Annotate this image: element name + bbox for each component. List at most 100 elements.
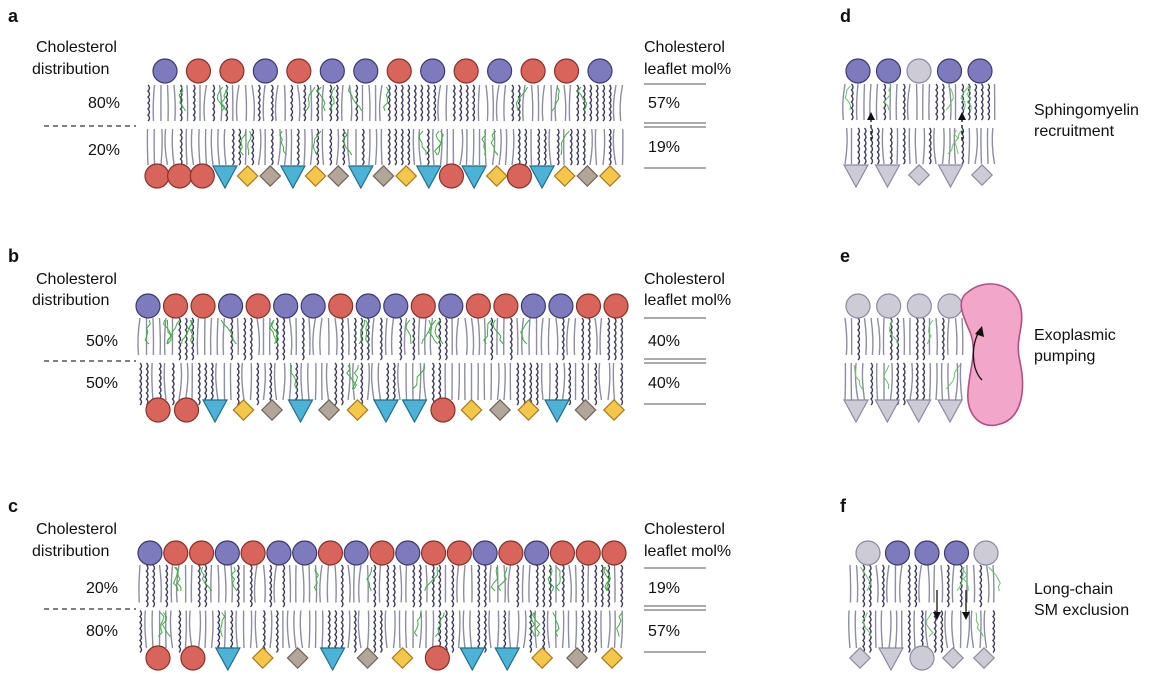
cholesterol-molecule <box>220 612 226 637</box>
lipid-tail <box>309 128 313 166</box>
panel-c-inner-heads <box>145 645 624 672</box>
lipid-head-circle <box>524 540 550 566</box>
cholesterol-molecule <box>351 364 359 390</box>
cholesterol-molecule <box>497 566 508 592</box>
lipid-tail <box>582 128 586 166</box>
lipid-head-circle <box>353 58 379 84</box>
lipid-tail <box>902 127 906 165</box>
lipid-tail <box>987 83 991 121</box>
lipid-head-diamond <box>356 646 379 670</box>
panel-c-outer-mol: 19% <box>648 580 680 597</box>
cholesterol-molecule <box>247 130 252 156</box>
lipid-tail <box>346 128 351 166</box>
lipid-tail <box>270 84 274 122</box>
lipid-tail <box>169 610 174 649</box>
lipid-tail <box>173 84 176 122</box>
panel-b-outer-pct: 50% <box>86 333 118 350</box>
lipid-head-circle <box>603 293 629 319</box>
panel-a: a Cholesterol distribution 80% 20% Chole… <box>8 6 731 190</box>
lipid-tail <box>529 362 533 406</box>
lipid-tail <box>849 564 852 603</box>
lipid-tail <box>504 128 508 166</box>
lipid-tail <box>223 610 226 649</box>
lipid-head-circle <box>219 58 245 84</box>
lipid-tail <box>459 128 464 166</box>
lipid-tail <box>340 362 344 406</box>
lipid-head-circle <box>845 58 871 84</box>
lipid-tail <box>875 564 879 603</box>
cholesterol-molecule <box>533 612 541 637</box>
lipid-tail <box>307 362 310 401</box>
cholesterol-molecule <box>239 130 247 156</box>
lipid-tail <box>496 317 499 356</box>
lipid-tail <box>204 128 208 166</box>
lipid-tail <box>946 317 950 356</box>
lipid-tail <box>587 317 591 361</box>
lipid-tail <box>197 362 201 406</box>
lipid-tail <box>992 610 996 653</box>
lipid-tail <box>308 317 311 356</box>
lipid-tail <box>262 564 266 603</box>
lipid-tail <box>262 362 266 401</box>
cholesterol-molecule <box>405 319 412 345</box>
lipid-tail <box>842 83 846 121</box>
lipid-head-circle <box>180 645 206 671</box>
lipid-head-circle <box>188 540 215 566</box>
lipid-tail <box>928 83 931 121</box>
lipid-tail <box>979 610 982 649</box>
lipid-tail <box>394 84 398 122</box>
lipid-tail <box>459 84 463 122</box>
lipid-tail <box>484 128 487 166</box>
cholesterol-molecule <box>172 566 179 592</box>
lipid-tail <box>426 84 430 122</box>
lipid-tail <box>418 610 423 649</box>
lipid-tail <box>394 128 398 166</box>
lipid-tail <box>861 362 866 401</box>
lipid-head-circle <box>520 58 546 84</box>
lipid-tail <box>876 317 881 356</box>
lipid-tail <box>944 610 949 649</box>
lipid-tail <box>256 317 261 356</box>
lipid-head-circle <box>520 293 547 319</box>
lipid-head-circle <box>420 540 447 566</box>
lipid-tail <box>894 610 898 649</box>
lipid-tail <box>881 564 885 608</box>
lipid-tail <box>595 84 599 122</box>
cholesterol-molecule <box>382 86 390 112</box>
lipid-tail <box>340 564 344 608</box>
lipid-tail <box>902 362 906 406</box>
panel-f-caption-1: Long-chain <box>1034 581 1113 598</box>
lipid-tail <box>922 127 926 165</box>
lipid-head-circle <box>472 540 498 566</box>
lipid-head-circle <box>973 540 999 566</box>
lipid-tail <box>366 610 370 649</box>
lipid-tail <box>418 128 422 166</box>
panel-b-left-title-2: distribution <box>32 292 109 309</box>
lipid-tail <box>522 610 527 649</box>
lipid-tail <box>980 127 983 165</box>
lipid-tail <box>431 610 435 649</box>
lipid-tail <box>898 564 903 603</box>
cholesterol-molecule <box>216 86 228 112</box>
lipid-tail <box>334 564 337 603</box>
cholesterol-molecule <box>412 364 425 390</box>
lipid-tail <box>941 317 945 361</box>
lipid-tail <box>412 564 416 608</box>
lipid-tail <box>244 84 248 122</box>
lipid-tail <box>980 83 984 121</box>
lipid-tail <box>537 128 541 166</box>
lipid-head-triangle <box>937 164 964 189</box>
lipid-tail <box>491 84 495 122</box>
lipid-head-circle <box>553 58 580 84</box>
lipid-head-circle <box>465 293 491 319</box>
lipid-tail <box>991 127 996 165</box>
lipid-tail <box>566 317 570 356</box>
lipid-tail <box>253 564 258 603</box>
lipid-head-circle <box>438 293 464 319</box>
panel-c-outer-pct: 20% <box>86 580 118 597</box>
lipid-tail <box>896 317 900 361</box>
lipid-tail <box>907 610 911 653</box>
lipid-tail <box>192 84 196 122</box>
cholesterol-molecule <box>342 130 353 156</box>
panel-b-outer-mol: 40% <box>648 333 680 350</box>
